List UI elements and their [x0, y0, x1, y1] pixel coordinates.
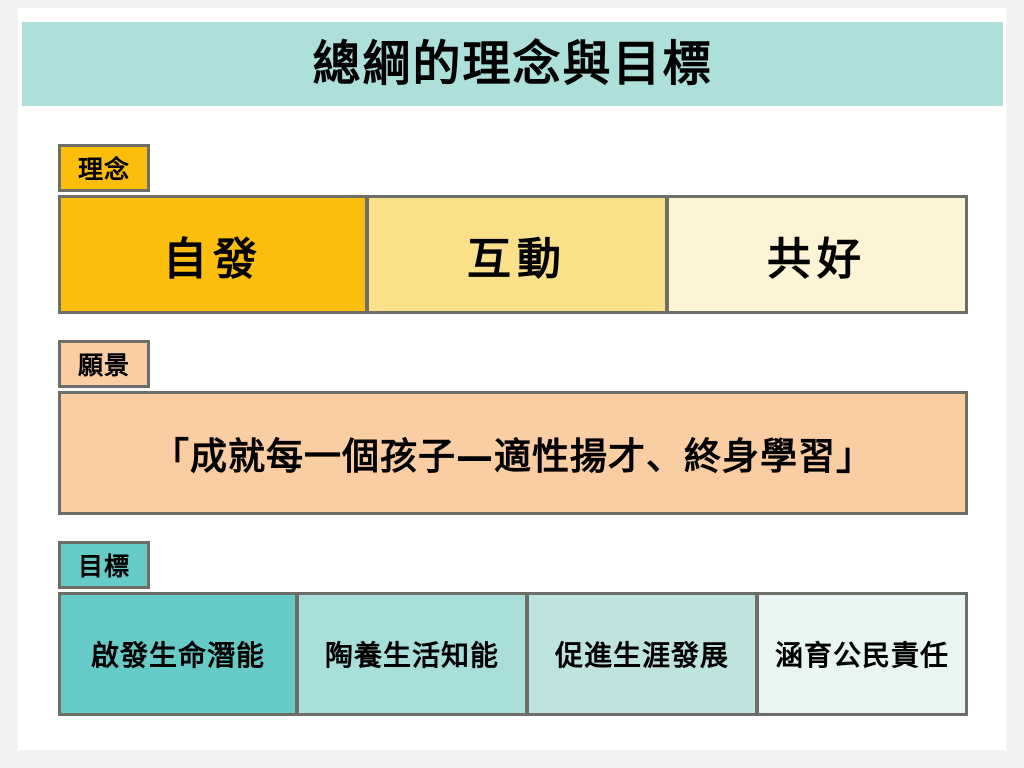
goal-box-4: 涵育公民責任 [756, 592, 968, 716]
concept-box-1: 自發 [58, 195, 368, 314]
concept-box-2: 互動 [366, 195, 668, 314]
section-tab-concept: 理念 [58, 144, 150, 192]
goal-box-3: 促進生涯發展 [526, 592, 758, 716]
goal-row: 啟發生命潛能 陶養生活知能 促進生涯發展 涵育公民責任 [58, 592, 968, 716]
section-tab-goal: 目標 [58, 541, 150, 589]
vision-statement-box: 「成就每一個孩子—適性揚才、終身學習」 [58, 391, 968, 515]
goal-box-1: 啟發生命潛能 [58, 592, 298, 716]
slide-title-band: 總綱的理念與目標 [22, 22, 1003, 106]
page-title: 總綱的理念與目標 [312, 36, 713, 92]
concept-box-3: 共好 [666, 195, 968, 314]
goal-box-2: 陶養生活知能 [296, 592, 528, 716]
concept-row: 自發 互動 共好 [58, 195, 968, 314]
slide-canvas: 總綱的理念與目標 理念 自發 互動 共好 願景 「成就每一個孩子—適性揚才、終身… [18, 8, 1006, 750]
section-tab-vision: 願景 [58, 340, 150, 388]
